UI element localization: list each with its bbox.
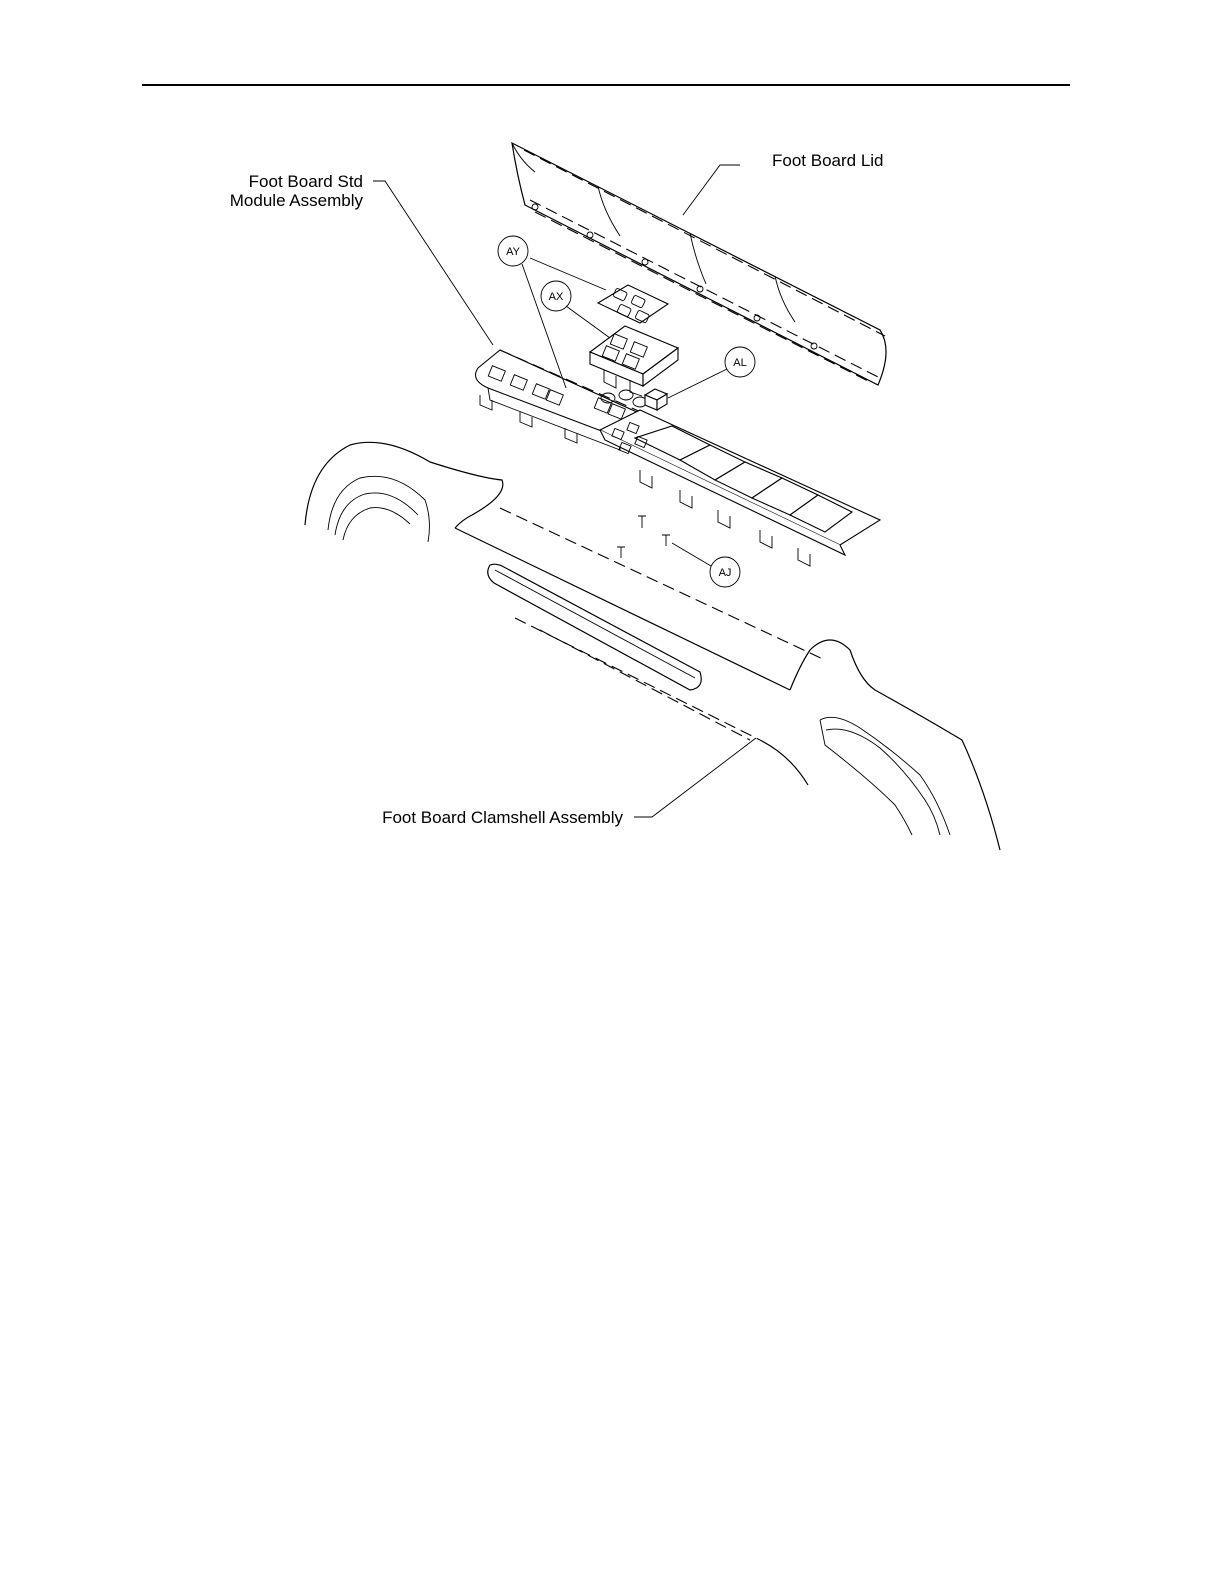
- al-part: [645, 389, 667, 410]
- callout-aj-text: AJ: [719, 567, 732, 579]
- callout-aj: AJ: [710, 557, 740, 587]
- callout-ay: AY: [498, 236, 528, 266]
- label-std-module-line1: Foot Board Std: [249, 172, 363, 191]
- leader-lines: [373, 165, 756, 817]
- foot-board-lid-part: [512, 143, 886, 385]
- screw-icon: [617, 516, 670, 558]
- label-foot-board-lid: Foot Board Lid: [772, 151, 884, 170]
- callout-ay-text: AY: [506, 246, 521, 258]
- label-std-module-line2: Module Assembly: [230, 191, 364, 210]
- ay-keypad-overlay-part: [598, 285, 668, 323]
- callout-al-text: AL: [733, 357, 746, 369]
- callout-al: AL: [725, 347, 755, 377]
- side-module-row-part: [600, 410, 880, 566]
- foot-board-clamshell-part: [305, 442, 1000, 850]
- callout-ax-text: AX: [549, 291, 564, 303]
- label-clamshell-assembly: Foot Board Clamshell Assembly: [382, 808, 623, 827]
- ax-keypad-housing-part: [590, 326, 678, 396]
- callout-ax: AX: [541, 281, 571, 311]
